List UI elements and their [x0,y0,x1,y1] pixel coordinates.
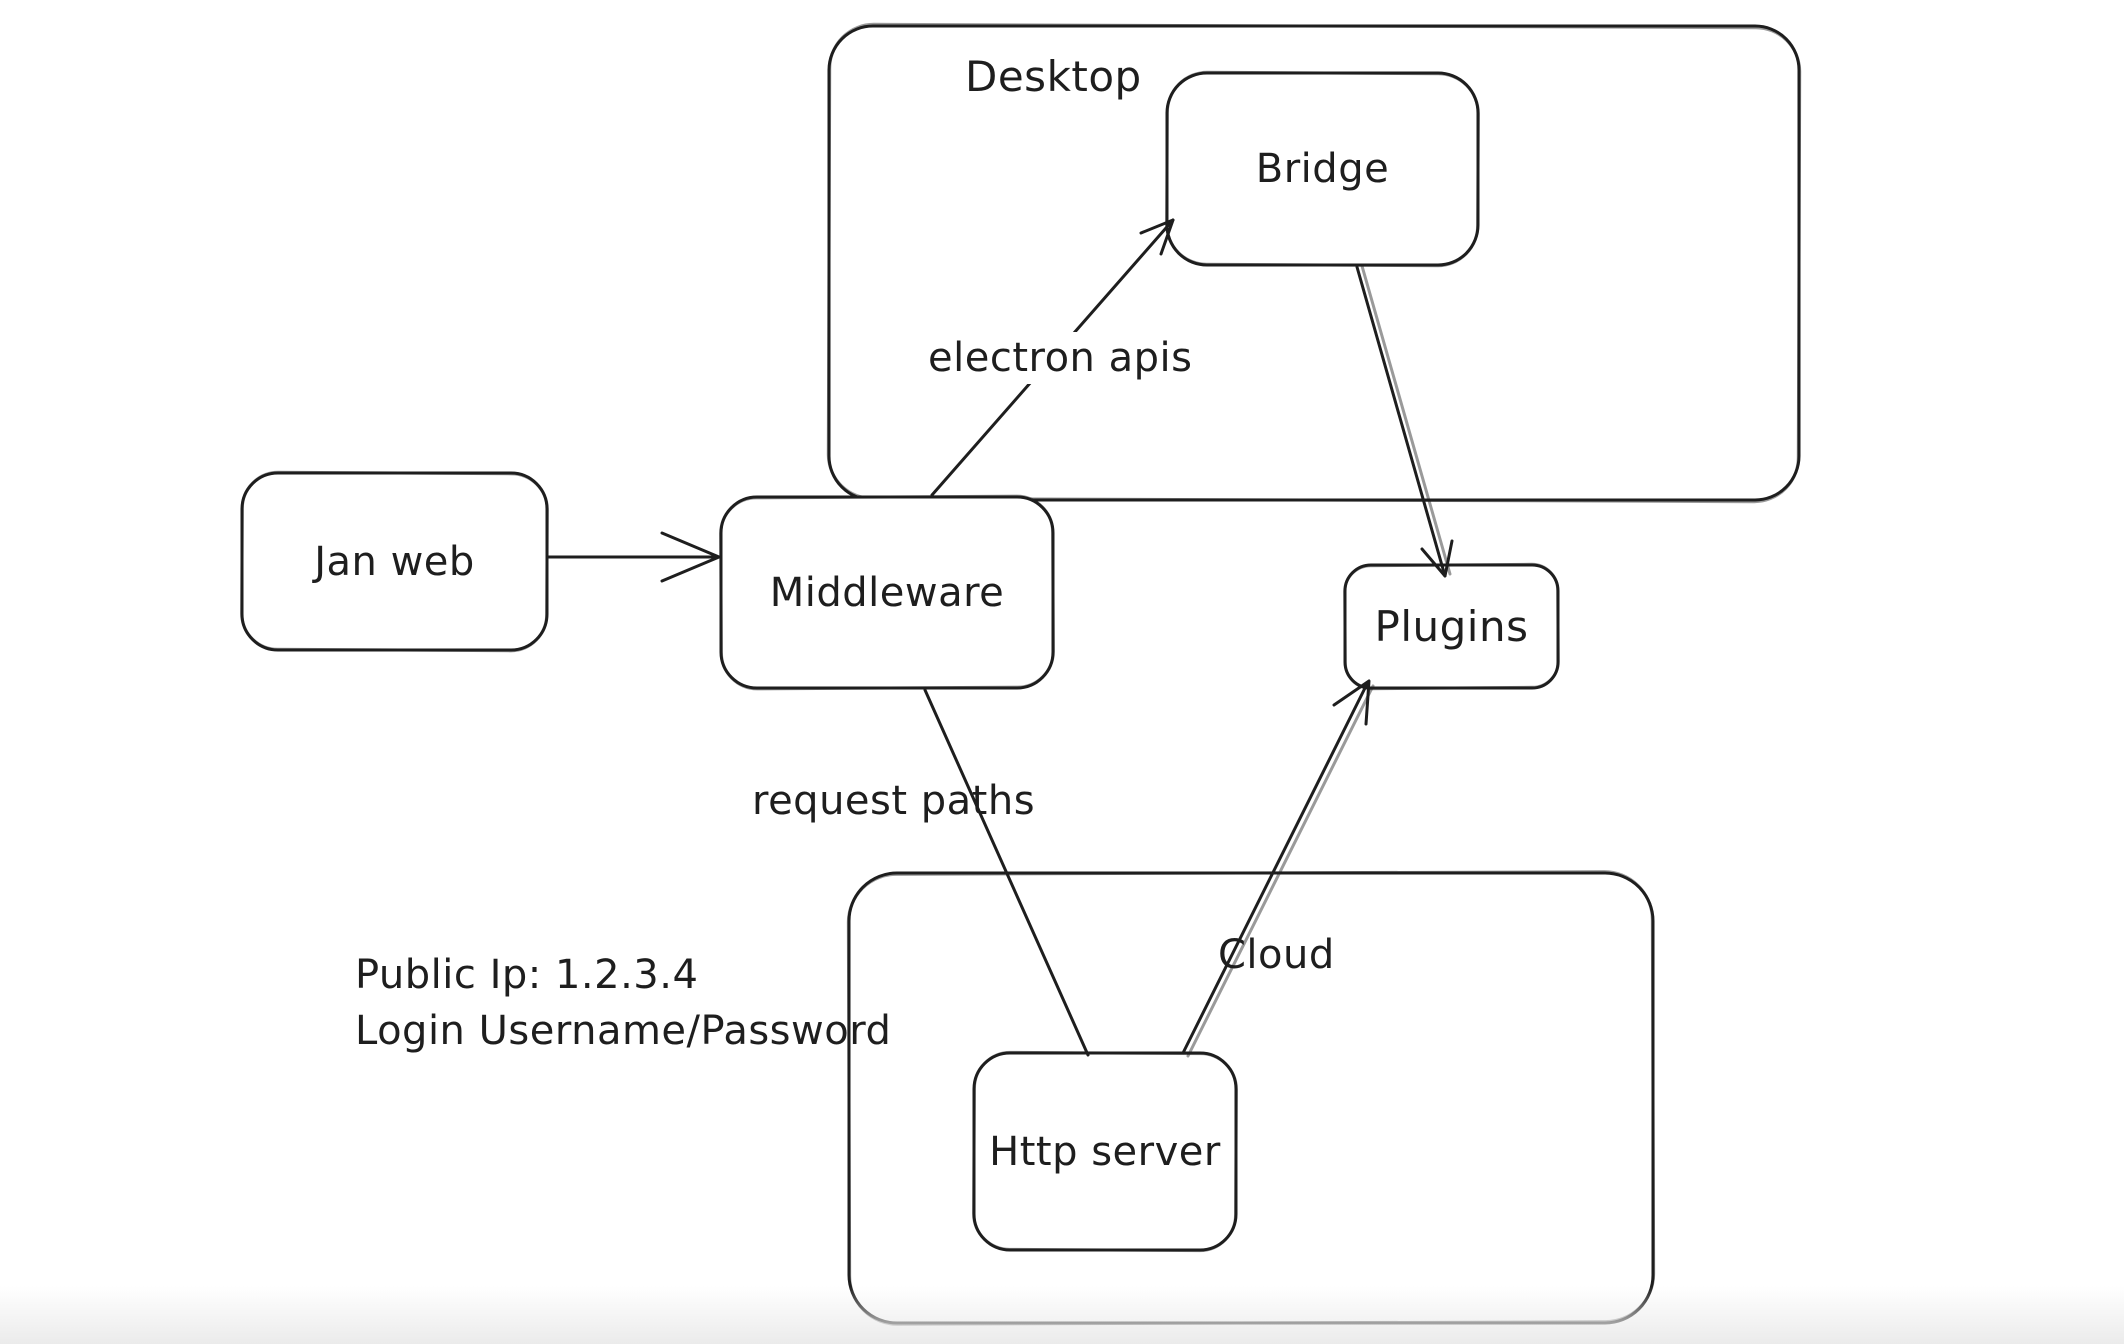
edge-bridge-to-plugins[interactable] [1355,264,1454,578]
bridge-node-label[interactable]: Bridge [1255,146,1390,192]
http-server-node-box[interactable] [972,1050,1238,1253]
bridge-box-outline[interactable] [1165,71,1480,267]
edge-bridge-to-plugins-sketch-pass [1360,264,1452,576]
middleware-node-label[interactable]: Middleware [769,569,1005,616]
desktop-container-label[interactable]: Desktop [965,52,1142,101]
http-server-box-outline[interactable] [972,1051,1238,1252]
edge-http-server-to-plugins-arrowhead[interactable] [1332,679,1371,726]
jan-web-box-sketch-pass [240,470,549,653]
plugins-node-label[interactable]: Plugins [1374,602,1529,651]
edge-middleware-to-http-server-line[interactable] [923,688,1090,1057]
edge-jan-web-to-middleware[interactable] [545,531,721,583]
edge-label-request-paths[interactable]: request paths [752,778,1036,824]
edge-jan-web-to-middleware-arrowhead[interactable] [660,531,721,583]
jan-web-node-label[interactable]: Jan web [314,538,475,585]
edge-middleware-to-bridge-arrowhead[interactable] [1139,218,1175,256]
edge-bridge-to-plugins-arrowhead[interactable] [1420,539,1454,578]
jan-web-box-outline[interactable] [240,471,549,652]
desktop-container-box[interactable] [826,22,1802,504]
plugins-box-outline[interactable] [1343,563,1560,690]
edge-middleware-to-http-server[interactable] [923,688,1090,1057]
jan-web-node-box[interactable] [240,470,549,653]
middleware-box-outline[interactable] [719,495,1055,690]
edge-bridge-to-plugins-line[interactable] [1355,265,1447,578]
plugins-node-box[interactable] [1343,562,1560,691]
desktop-box-outline[interactable] [827,24,1801,502]
middleware-node-box[interactable] [719,494,1055,691]
desktop-box-sketch-pass [826,22,1802,504]
edge-http-server-to-plugins[interactable] [1181,679,1375,1058]
bridge-node-box[interactable] [1165,70,1480,268]
plugins-box-sketch-pass [1343,562,1560,691]
public-ip-annotation[interactable]: Public Ip: 1.2.3.4 [355,952,699,998]
login-annotation[interactable]: Login Username/Password [355,1008,892,1054]
http-server-node-label[interactable]: Http server [989,1128,1221,1175]
edge-http-server-to-plugins-sketch-pass [1186,684,1375,1058]
edge-label-electron-apis[interactable]: electron apis [920,332,1201,384]
bridge-box-sketch-pass [1165,70,1480,268]
edge-http-server-to-plugins-line[interactable] [1181,680,1370,1055]
http-server-box-sketch-pass [972,1050,1238,1253]
cloud-container-label[interactable]: Cloud [1218,932,1335,978]
middleware-box-sketch-pass [719,494,1055,691]
